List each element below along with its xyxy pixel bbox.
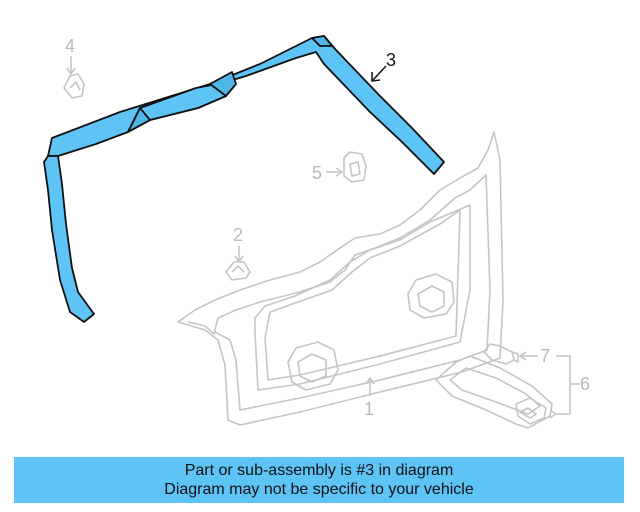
callout-3: 3 [386, 50, 396, 70]
part-6-lamp-assembly [435, 355, 580, 429]
part-1-trim-panel [177, 131, 504, 426]
callout-2: 2 [233, 225, 243, 245]
banner-line-2: Diagram may not be specific to your vehi… [164, 481, 474, 498]
callout-6: 6 [580, 374, 590, 394]
disclaimer-banner: Part or sub-assembly is #3 in diagram Di… [14, 457, 624, 503]
banner-line-1: Part or sub-assembly is #3 in diagram [184, 462, 454, 479]
callout-1: 1 [364, 399, 374, 419]
callout-3-pointer [371, 65, 387, 82]
part-7-bulb [483, 343, 538, 365]
part-4-clip [63, 56, 85, 99]
callout-4: 4 [65, 36, 75, 56]
part-3-weatherstrip [43, 35, 445, 323]
callout-7: 7 [540, 346, 550, 366]
part-5-retainer [326, 151, 367, 183]
part-2-clip [225, 246, 251, 281]
callout-5: 5 [312, 163, 322, 183]
